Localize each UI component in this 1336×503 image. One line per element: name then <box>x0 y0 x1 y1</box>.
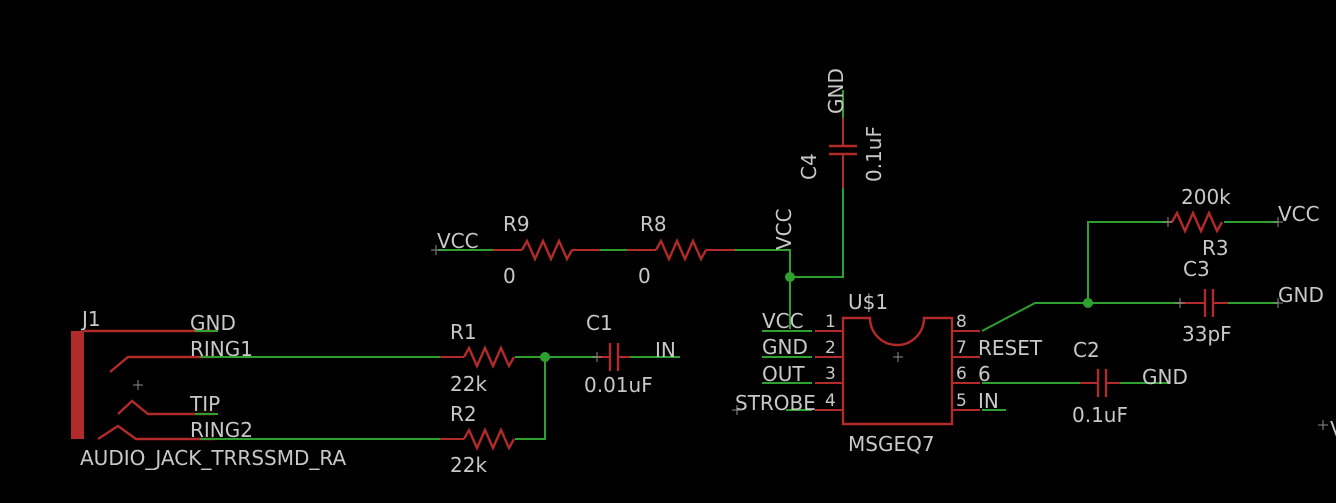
ic-pin-num-4: 4 <box>825 391 836 411</box>
junction-dot <box>1083 298 1093 308</box>
r9-ref-label: R9 <box>503 212 530 236</box>
junction-dot <box>540 352 550 362</box>
r8-value-label: 0 <box>638 264 651 288</box>
r3-ref-label: R3 <box>1202 236 1229 260</box>
c3-value-label: 33pF <box>1182 322 1232 346</box>
ic-pin-num-8: 8 <box>956 312 967 332</box>
r9-value-label: 0 <box>503 264 516 288</box>
c2-value-label: 0.1uF <box>1072 403 1128 427</box>
r2-value-label: 22k <box>450 453 487 477</box>
resistor-r8[interactable] <box>627 238 735 262</box>
ic-pin-num-5: 5 <box>956 391 967 411</box>
c2-ref-label: C2 <box>1073 338 1100 362</box>
resistor-r9[interactable] <box>493 238 600 262</box>
net-label-vcc: VCC <box>437 229 479 253</box>
r1-zigzag <box>462 345 516 369</box>
capacitor-c2[interactable] <box>1080 369 1120 397</box>
ic-msgeq7[interactable] <box>815 316 980 426</box>
ic-body <box>841 316 954 426</box>
jack-tip-pin <box>117 399 215 416</box>
jack-pin-label-tip: TIP <box>189 392 220 416</box>
c1-value-label: 0.01uF <box>584 373 653 397</box>
jack-package-label: AUDIO_JACK_TRRSSMD_RA <box>80 446 346 470</box>
r1-ref-label: R1 <box>450 320 477 344</box>
ic-pin-name-6: 6 <box>978 362 991 386</box>
ic-pin-name-vcc: VCC <box>762 309 804 333</box>
ic-pin-name-reset: RESET <box>978 336 1043 360</box>
r1-value-label: 22k <box>450 372 487 396</box>
ic-pin-name-strobe: STROBE <box>735 391 816 415</box>
ic-pin-num-1: 1 <box>825 312 836 332</box>
net-label-vcc: VCC <box>772 208 796 250</box>
r8-zigzag <box>654 238 708 262</box>
ic-pin-num-2: 2 <box>825 338 836 358</box>
ic-pin-num-7: 7 <box>956 338 967 358</box>
c3-ref-label: C3 <box>1183 257 1210 281</box>
r2-zigzag <box>462 427 516 451</box>
net-label-in: IN <box>655 338 676 362</box>
junction-dot <box>785 272 795 282</box>
wire-node-c4[interactable] <box>790 188 844 278</box>
wire-reset[interactable] <box>981 302 1198 332</box>
capacitor-c4[interactable] <box>829 118 857 188</box>
net-label-gnd: GND <box>1278 283 1324 307</box>
c1-ref-label: C1 <box>586 311 613 335</box>
ic-ref-label: U$1 <box>848 290 888 314</box>
ic-pin-num-3: 3 <box>825 364 836 384</box>
ic-pin-name-out: OUT <box>762 362 805 386</box>
net-label-partial: V <box>1330 417 1336 441</box>
resistor-r1[interactable] <box>440 345 516 369</box>
wire-reset-r3[interactable] <box>1087 221 1168 303</box>
jack-ring2-pin <box>97 424 215 441</box>
ic-pin-name-in: IN <box>978 389 999 413</box>
net-label-gnd: GND <box>1142 365 1188 389</box>
c4-ref-label: C4 <box>797 153 821 180</box>
ic-part-label: MSGEQ7 <box>848 432 935 456</box>
c4-value-label: 0.1uF <box>862 126 886 182</box>
jack-body <box>71 331 84 439</box>
wire-r8-node[interactable] <box>735 249 791 277</box>
r8-ref-label: R8 <box>640 212 667 236</box>
resistor-r2[interactable] <box>440 427 516 451</box>
jack-ring1-pin <box>109 355 215 373</box>
ic-pin-name-gnd: GND <box>762 335 808 359</box>
wire-r2-join[interactable] <box>515 357 546 440</box>
r9-zigzag <box>520 238 574 262</box>
r3-zigzag <box>1170 210 1224 234</box>
capacitor-c3[interactable] <box>1180 289 1228 317</box>
wires <box>195 90 1278 440</box>
audio-jack-j1[interactable] <box>71 329 215 441</box>
net-label-gnd: GND <box>824 68 848 114</box>
r2-ref-label: R2 <box>450 402 477 426</box>
jack-ref-label: J1 <box>80 307 101 331</box>
anchor-crosses <box>431 217 1328 430</box>
ic-pin-num-6: 6 <box>956 364 967 384</box>
r3-value-label: 200k <box>1181 185 1231 209</box>
net-label-vcc: VCC <box>1278 202 1320 226</box>
resistor-r3[interactable] <box>1168 210 1224 234</box>
